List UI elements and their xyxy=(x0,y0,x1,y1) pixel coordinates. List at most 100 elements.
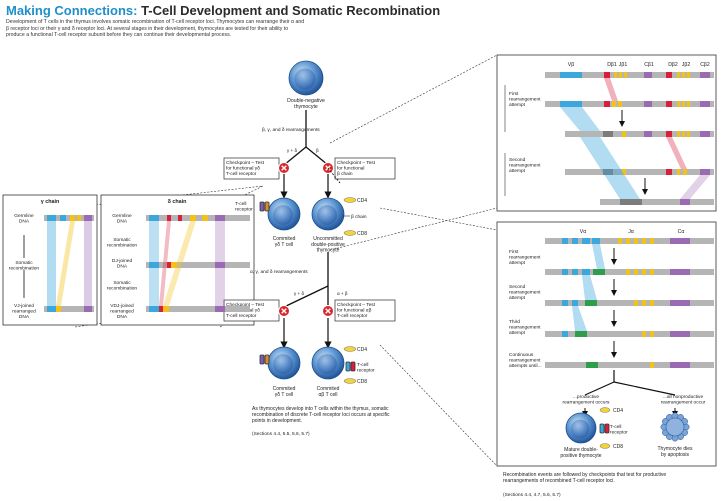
joining-band xyxy=(84,221,92,306)
tcr-label: receptor xyxy=(610,430,628,436)
segment-label: Vα xyxy=(580,229,586,235)
branch-label: α + β xyxy=(337,291,348,296)
gene-segment xyxy=(603,169,613,175)
joining-band xyxy=(580,137,640,199)
gene-segment xyxy=(562,331,568,337)
cell-label: Uncommitted xyxy=(313,236,343,242)
cd4-label: CD4 xyxy=(613,408,623,414)
x-stroke xyxy=(281,165,287,171)
attempt-label: First xyxy=(509,249,519,255)
gene-segment xyxy=(163,306,169,312)
branch-left xyxy=(283,146,307,166)
cell-label: double-positive xyxy=(311,242,345,248)
stage-label: recombination xyxy=(107,286,137,292)
gene-segment xyxy=(644,131,652,137)
joining-band xyxy=(582,275,597,300)
gene-segment xyxy=(666,101,672,107)
sections-ref: (Sections 4.4, 4.7, 5.6, 5.7) xyxy=(503,492,561,498)
gene-segment xyxy=(683,169,687,175)
gene-segment xyxy=(575,331,587,337)
gene-segment xyxy=(682,72,685,78)
attempt-label: Second xyxy=(509,284,526,290)
cd4-marker xyxy=(599,407,611,413)
caption: points in development. xyxy=(252,418,302,424)
dna-strand xyxy=(146,215,250,221)
branch-left xyxy=(584,381,615,396)
stage-label: DNA xyxy=(117,219,128,225)
gene-segment xyxy=(562,269,568,275)
dna-strand xyxy=(545,72,714,78)
callout-line xyxy=(379,344,498,467)
gene-segment xyxy=(77,215,81,221)
stage-label: Somatic xyxy=(113,237,131,243)
x-stroke xyxy=(325,308,331,314)
gene-segment xyxy=(642,331,646,337)
gene-segment xyxy=(680,199,690,205)
tcr-label: T-cell xyxy=(610,424,621,430)
gene-segment xyxy=(47,306,56,312)
attempt-label: Second xyxy=(509,157,526,163)
gene-segment xyxy=(56,306,61,312)
attempt-label: rearrangement xyxy=(509,290,541,296)
gene-segment xyxy=(677,131,680,137)
gene-segment xyxy=(572,238,578,244)
rearrangement-label: β, γ, and δ rearrangements xyxy=(262,127,320,133)
stage-label: rearranged xyxy=(110,309,134,315)
attempt-label: attempt xyxy=(509,102,526,108)
gene-segment xyxy=(215,215,225,221)
segment-label: Dβ2 xyxy=(668,62,678,68)
stage-label: recombination xyxy=(9,266,39,272)
gene-segment xyxy=(202,215,208,221)
gene-segment xyxy=(149,215,159,221)
outcome-label: rearrangement occurs xyxy=(563,400,611,406)
attempt-label: attempt xyxy=(509,168,526,174)
joining-band xyxy=(149,221,159,306)
stage-label: VJ-joined xyxy=(14,303,34,309)
gene-segment xyxy=(70,215,75,221)
outcome-label: ...productive xyxy=(573,394,599,400)
gene-segment xyxy=(592,238,600,244)
gene-segment xyxy=(84,215,92,221)
gene-segment xyxy=(580,131,600,137)
gene-segment xyxy=(677,101,680,107)
callout-line xyxy=(329,207,498,251)
branch-label: β xyxy=(316,148,319,153)
cell-label: αβ T cell xyxy=(318,392,337,398)
gene-segment xyxy=(190,215,196,221)
cell-label: by apoptosis xyxy=(661,452,690,458)
checkpoint-text: T-cell receptor xyxy=(226,313,257,319)
caption: As thymocytes develop into T cells withi… xyxy=(252,406,389,412)
gene-segment xyxy=(642,300,646,306)
gene-segment xyxy=(626,238,630,244)
dna-strand xyxy=(44,306,94,312)
gene-segment xyxy=(582,238,590,244)
gene-segment xyxy=(634,269,638,275)
cell-label: Mature double- xyxy=(564,447,598,453)
gene-segment xyxy=(670,300,690,306)
joining-band xyxy=(560,107,600,131)
cd8-marker xyxy=(599,443,611,449)
segment-label: Jα xyxy=(628,229,634,235)
cd8-marker xyxy=(343,230,357,236)
checkpoint-text: for functional αβ xyxy=(337,308,372,314)
dna-strand xyxy=(545,362,714,368)
gene-segment xyxy=(634,238,638,244)
gene-segment xyxy=(167,215,171,221)
gene-segment xyxy=(670,269,690,275)
cell-label: positive thymocyte xyxy=(560,453,601,459)
dna-strand xyxy=(545,331,714,337)
gene-segment xyxy=(670,238,690,244)
joining-band xyxy=(163,221,196,306)
panel-title: γ chain xyxy=(41,199,60,205)
caption: Recombination events are followed by che… xyxy=(503,472,666,478)
gene-segment xyxy=(167,262,171,268)
gene-segment xyxy=(618,101,622,107)
stage-label: rearranged xyxy=(12,309,36,315)
gene-segment xyxy=(700,169,710,175)
panel-title: δ chain xyxy=(168,199,187,205)
attempt-label: rearrangement xyxy=(509,325,541,331)
gene-segment xyxy=(572,300,578,306)
joining-band xyxy=(592,244,605,269)
gene-segment xyxy=(580,169,600,175)
